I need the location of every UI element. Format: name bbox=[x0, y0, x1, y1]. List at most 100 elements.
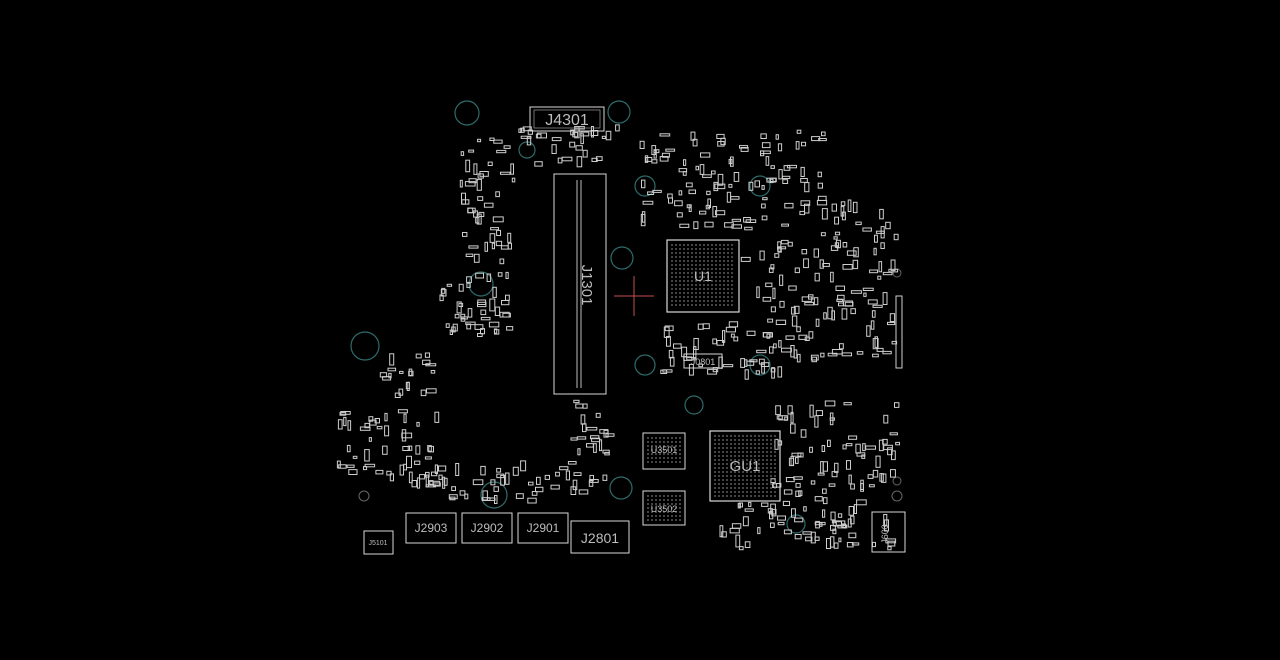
port-j2902[interactable]: J2902 bbox=[461, 512, 513, 544]
passive-component bbox=[770, 503, 776, 515]
passive-component bbox=[890, 469, 896, 478]
passive-component bbox=[882, 350, 892, 355]
solder-ball bbox=[750, 487, 752, 489]
solder-ball bbox=[727, 264, 729, 266]
solder-ball bbox=[758, 435, 760, 437]
slot-j1301[interactable]: J1301 bbox=[553, 173, 607, 395]
port-j600[interactable]: J600 bbox=[871, 511, 906, 553]
solder-ball bbox=[770, 475, 772, 477]
port-j2901[interactable]: J2901 bbox=[517, 512, 569, 544]
passive-component bbox=[802, 531, 812, 535]
passive-component bbox=[475, 272, 485, 279]
passive-component bbox=[887, 447, 893, 456]
solder-ball bbox=[746, 475, 748, 477]
passive-component bbox=[804, 203, 810, 214]
solder-ball bbox=[738, 475, 740, 477]
solder-ball bbox=[687, 288, 689, 290]
memory-u3502[interactable]: U3502 bbox=[642, 490, 686, 526]
passive-component bbox=[693, 338, 699, 350]
port-j5101[interactable]: J5101 bbox=[363, 530, 394, 555]
solder-ball bbox=[723, 304, 725, 306]
passive-component bbox=[695, 165, 699, 171]
passive-component bbox=[574, 126, 580, 139]
solder-ball bbox=[679, 252, 681, 254]
solder-ball bbox=[734, 463, 736, 465]
solder-ball bbox=[691, 264, 693, 266]
solder-ball bbox=[718, 459, 720, 461]
passive-component bbox=[870, 320, 875, 330]
passive-component bbox=[832, 528, 837, 535]
passive-component bbox=[831, 349, 843, 355]
solder-ball bbox=[731, 264, 733, 266]
port-j2903[interactable]: J2903 bbox=[405, 512, 457, 544]
passive-component bbox=[840, 201, 846, 207]
solder-ball bbox=[774, 455, 776, 457]
gpu-gu1[interactable]: GU1 bbox=[709, 430, 781, 502]
solder-ball bbox=[730, 439, 732, 441]
ic-j0801[interactable]: J0801 bbox=[683, 353, 723, 369]
passive-component bbox=[883, 414, 889, 424]
solder-ball bbox=[714, 447, 716, 449]
solder-ball bbox=[711, 260, 713, 262]
passive-component bbox=[645, 157, 653, 162]
passive-component bbox=[491, 242, 495, 250]
passive-component bbox=[796, 353, 801, 363]
connector-j4301[interactable]: J4301 bbox=[529, 106, 605, 132]
solder-ball bbox=[683, 252, 685, 254]
solder-ball bbox=[671, 437, 673, 439]
solder-ball bbox=[715, 288, 717, 290]
solder-ball bbox=[723, 272, 725, 274]
solder-ball bbox=[679, 256, 681, 258]
solder-ball bbox=[774, 495, 776, 497]
solder-ball bbox=[766, 483, 768, 485]
solder-ball bbox=[754, 495, 756, 497]
solder-ball bbox=[691, 260, 693, 262]
solder-ball bbox=[774, 479, 776, 481]
memory-u3501[interactable]: U3501 bbox=[642, 432, 686, 470]
passive-component bbox=[484, 241, 488, 252]
passive-component bbox=[801, 296, 813, 302]
solder-ball bbox=[734, 471, 736, 473]
solder-ball bbox=[663, 453, 665, 455]
solder-ball bbox=[679, 437, 681, 439]
solder-ball bbox=[659, 519, 661, 521]
solder-ball bbox=[726, 495, 728, 497]
solder-ball bbox=[671, 499, 673, 501]
solder-ball bbox=[715, 280, 717, 282]
solder-ball bbox=[750, 439, 752, 441]
solder-ball bbox=[715, 252, 717, 254]
passive-component bbox=[495, 191, 500, 198]
solder-ball bbox=[703, 304, 705, 306]
passive-component bbox=[770, 306, 776, 313]
passive-component bbox=[489, 137, 495, 142]
solder-ball bbox=[723, 284, 725, 286]
solder-ball bbox=[766, 467, 768, 469]
solder-ball bbox=[770, 455, 772, 457]
passive-component bbox=[705, 204, 711, 210]
solder-ball bbox=[679, 260, 681, 262]
solder-ball bbox=[659, 499, 661, 501]
passive-component bbox=[364, 449, 370, 462]
solder-ball bbox=[679, 292, 681, 294]
solder-ball bbox=[762, 475, 764, 477]
passive-component bbox=[755, 370, 760, 375]
passive-component bbox=[590, 435, 600, 440]
passive-component bbox=[464, 493, 469, 500]
solder-ball bbox=[675, 244, 677, 246]
solder-ball bbox=[770, 463, 772, 465]
solder-ball bbox=[695, 288, 697, 290]
passive-component bbox=[740, 358, 746, 368]
passive-component bbox=[777, 521, 785, 526]
solder-ball bbox=[687, 284, 689, 286]
passive-component bbox=[746, 360, 755, 366]
passive-component bbox=[811, 356, 817, 363]
solder-ball bbox=[758, 483, 760, 485]
passive-component bbox=[885, 538, 897, 544]
solder-ball bbox=[655, 453, 657, 455]
port-j2801[interactable]: J2801 bbox=[570, 520, 630, 554]
solder-ball bbox=[679, 499, 681, 501]
passive-component bbox=[432, 482, 441, 487]
cpu-u1[interactable]: U1 bbox=[666, 239, 740, 313]
passive-component bbox=[785, 335, 795, 340]
